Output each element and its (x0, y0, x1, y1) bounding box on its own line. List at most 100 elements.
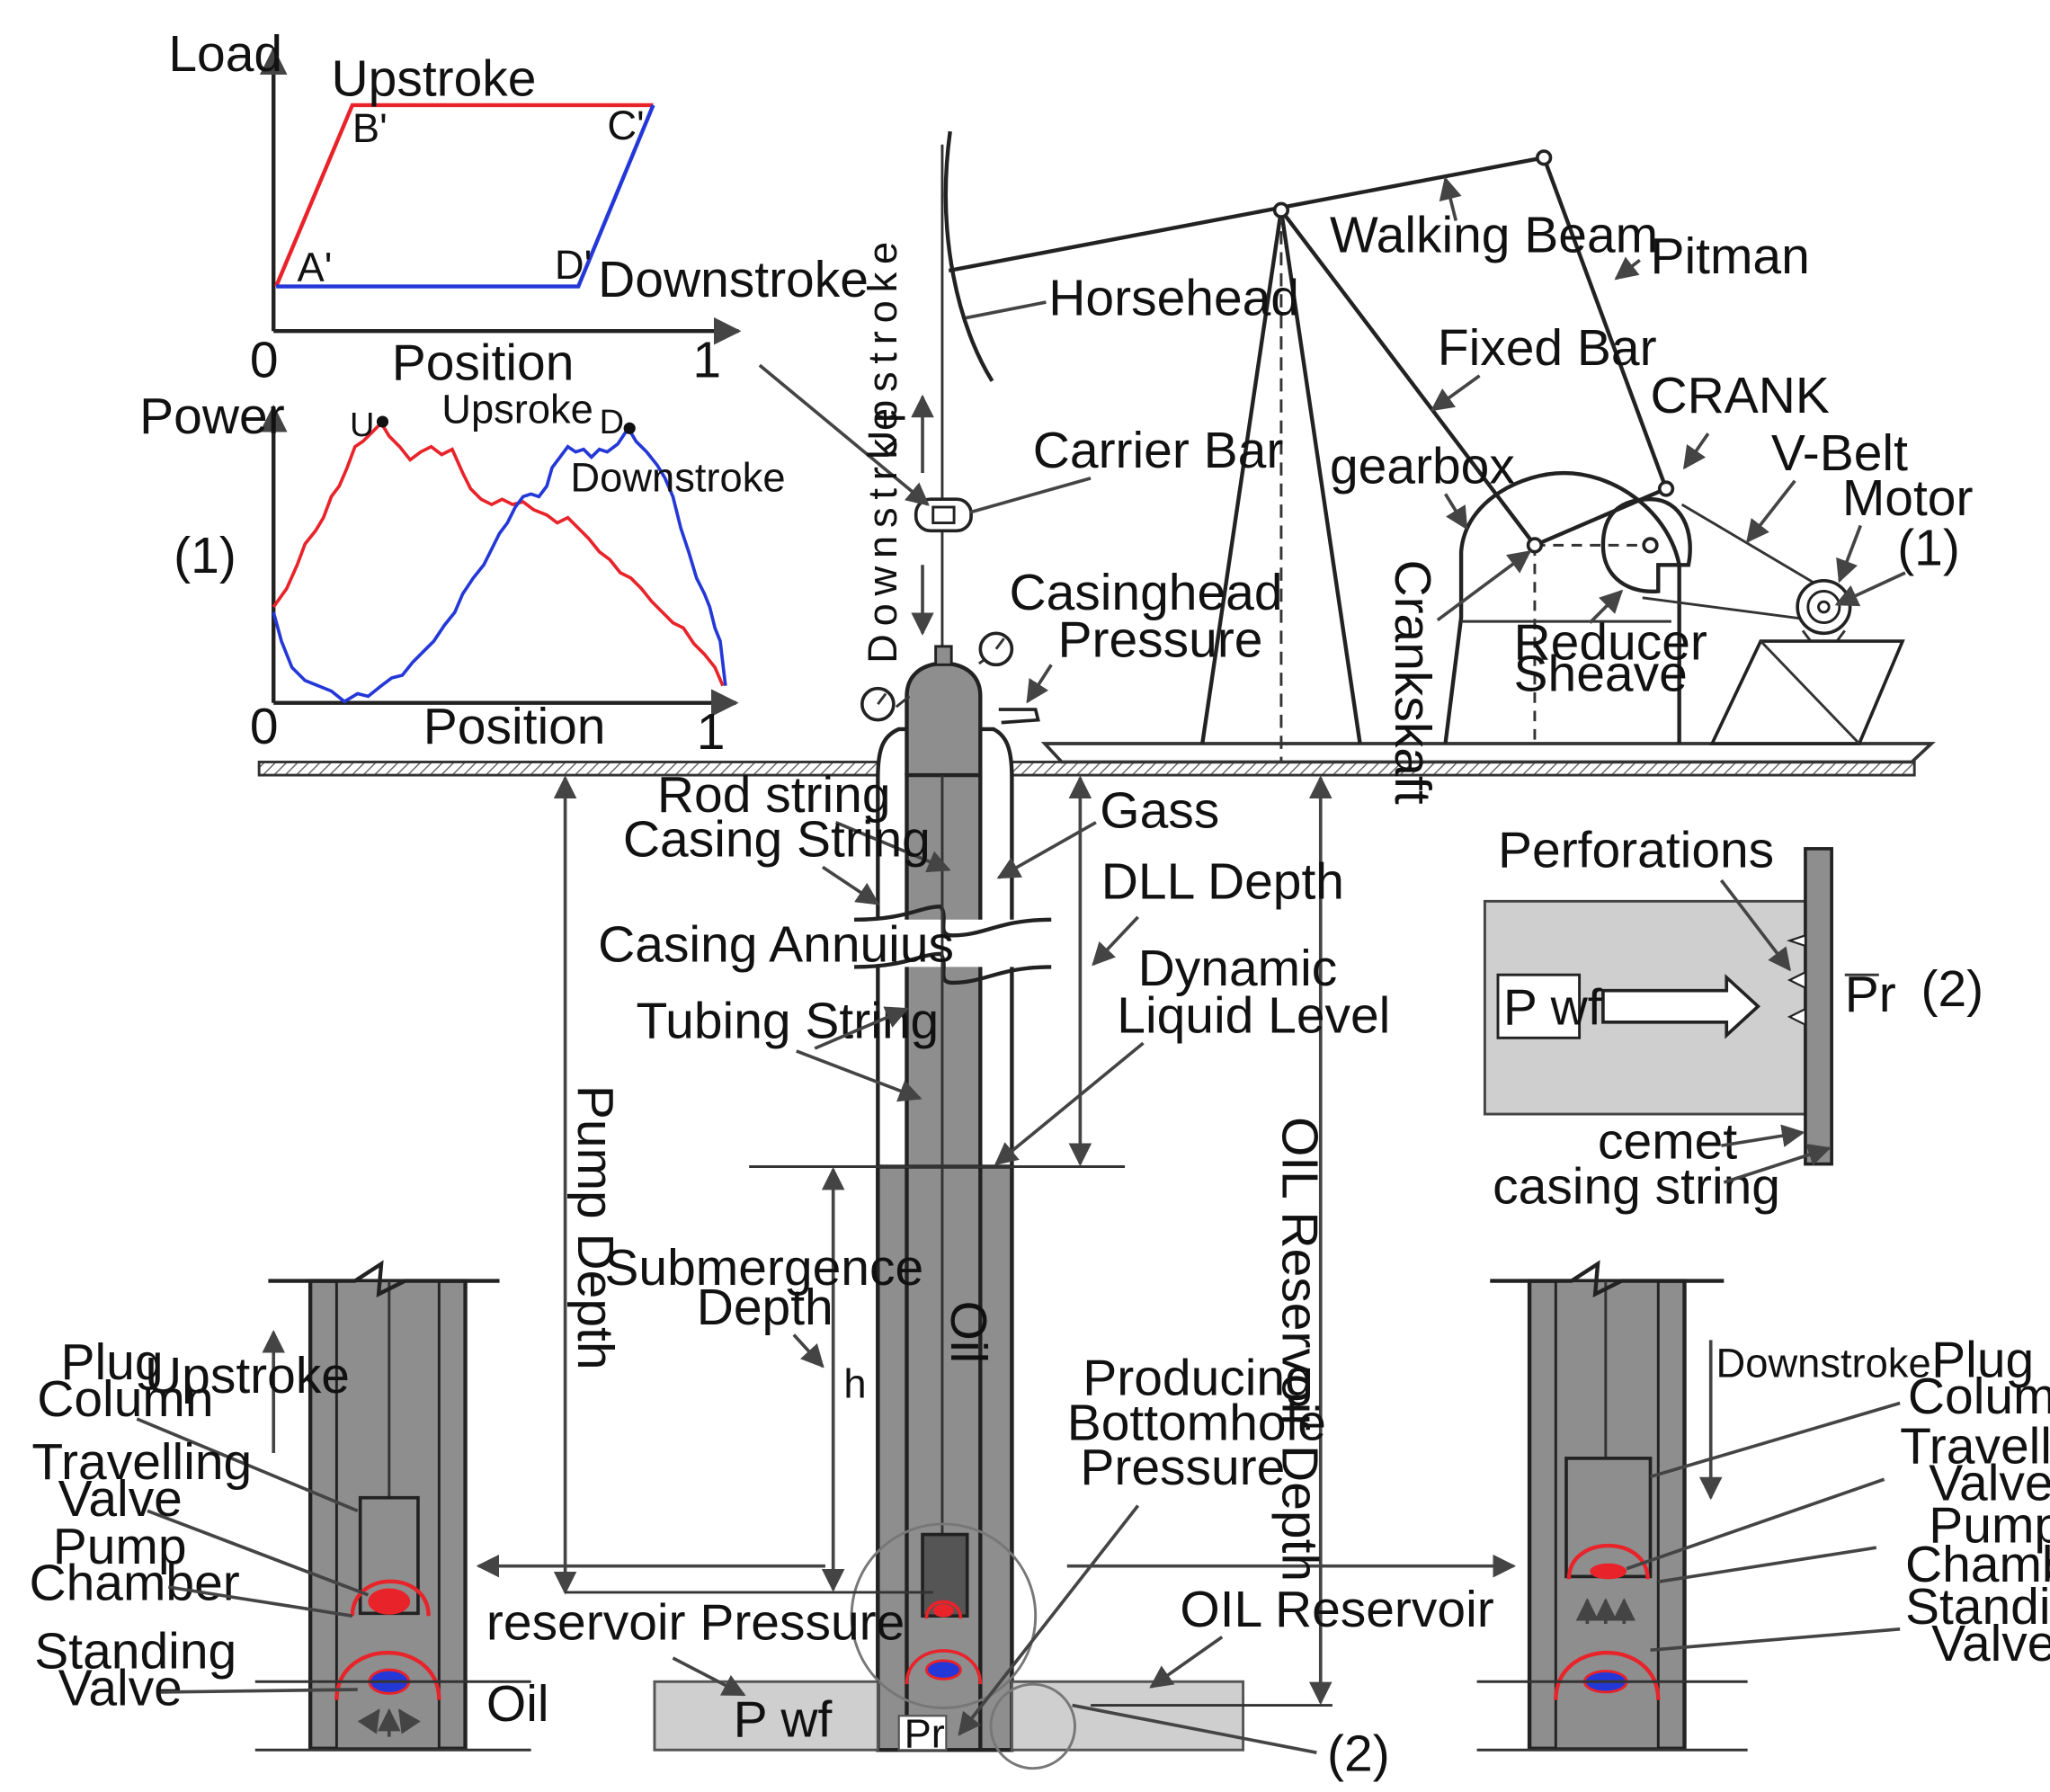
perf-2 (1787, 970, 1807, 990)
inset-pwf-label: P wf (1503, 979, 1602, 1037)
load-x0: 0 (250, 331, 279, 388)
casing-annulus-label: Casing Annuius (598, 916, 954, 974)
oil-reservoir-leader (1149, 1636, 1224, 1689)
right-chamber-label: Chamber (1905, 1536, 2050, 1593)
v-belt-top (1680, 503, 1825, 590)
pump-jack: Walking Beam Pitman Horsehead Fixed Bar … (758, 130, 1974, 805)
load-downstroke-label: Downstroke (598, 251, 869, 308)
left-travelling-label: Travelling (31, 1433, 252, 1491)
load-chart: Load Upstroke Downstroke A' B' C' D' 0 P… (168, 25, 869, 391)
samson-post-left (1200, 210, 1284, 744)
carrier-bar-label: Carrier Bar (1033, 422, 1284, 479)
inset-casing-leader (1723, 1143, 1832, 1184)
right-downstroke-label: Downstroke (1716, 1340, 1931, 1386)
downstroke-vertical-label: Downstrke (860, 400, 905, 664)
load-upstroke-line (274, 103, 654, 288)
left-travelling-leader (147, 1509, 370, 1597)
sheave-label: Sheave (1514, 646, 1688, 703)
perforations-leader (1719, 878, 1791, 972)
detail-2-tag: (2) (1327, 1725, 1390, 1783)
right-travelling-label: Travelling (1900, 1418, 2050, 1476)
motor-ring (1806, 590, 1841, 625)
left-chamber-label: Chamber (29, 1555, 239, 1612)
flow-arrow (1601, 973, 1761, 1039)
motor-shaft (1817, 600, 1831, 614)
fixed-bar-label: Fixed Bar (1438, 319, 1657, 377)
inset-pr-label: Pr (1845, 966, 1896, 1023)
pitman-leader (1614, 256, 1641, 281)
motor-body (1796, 578, 1852, 636)
producing-label: Producing (1083, 1350, 1314, 1407)
right-plunger (1564, 1457, 1653, 1579)
casinghead-pressure-label: Pressure (1058, 611, 1263, 669)
dll-depth-label: DLL Depth (1101, 852, 1344, 910)
motor-tag: (1) (1897, 519, 1960, 576)
casing-string-leader (821, 865, 880, 905)
submergence-depth-label: Depth (697, 1279, 833, 1336)
casinghead-label: Casinghead (1009, 564, 1282, 621)
motor-label: Motor (1842, 469, 1974, 527)
right-travelling-leader (1626, 1477, 1885, 1571)
wellhead (905, 661, 983, 776)
oil-column-label: Oil (940, 1301, 997, 1364)
load-upstroke-label: Upstroke (332, 50, 537, 108)
left-travelling-ball (368, 1588, 411, 1615)
carrier-bar-leader (969, 477, 1092, 514)
load-xlabel: Position (392, 334, 575, 391)
power-u-label: U (350, 406, 374, 444)
h-label: h (843, 1361, 866, 1407)
dll-depth-leader (1092, 915, 1139, 967)
load-x1: 1 (692, 331, 721, 388)
left-inflow-arrow-2 (357, 1708, 380, 1734)
crank-leader (1682, 432, 1710, 470)
pitman (1542, 156, 1669, 490)
plunger (921, 1532, 969, 1618)
cemet-label: cemet (1598, 1113, 1737, 1171)
casinghead-leader (1026, 664, 1053, 704)
standing-valve-center (905, 1649, 983, 1685)
reservoir-pr-label: Pr (905, 1710, 945, 1756)
crankshaft-leader (1436, 550, 1532, 622)
right-plug-label: Plug (1931, 1331, 2034, 1388)
pitman-label: Pitman (1651, 227, 1810, 285)
right-standing-valve (1554, 1650, 1661, 1700)
submergence-leader (792, 1333, 824, 1369)
right-column-label: Column (1908, 1368, 2050, 1425)
reducer-label: Reducer (1514, 613, 1707, 671)
upstroke-vertical-label: Upstroke (860, 234, 905, 459)
gauge-left-stem (895, 695, 911, 709)
right-standing-leader (1650, 1627, 1901, 1653)
power-xlabel: Position (423, 698, 606, 755)
left-upstroke-label: Upstroke (145, 1347, 350, 1404)
left-standing-label: Standing (34, 1623, 236, 1681)
motor-stand-brace (1760, 640, 1860, 745)
left-column-label: Column (37, 1370, 213, 1428)
perforations-inset: Perforations P wf Pr (2) cemet casing st… (1483, 821, 1983, 1215)
chart-to-rod-leader (758, 363, 930, 506)
submergence-label: Submergence (604, 1239, 923, 1297)
base-skid (1040, 742, 1936, 764)
power-peak-u (376, 415, 389, 428)
inset-pwf-box (1496, 973, 1582, 1039)
gauge-right-needle (994, 637, 1005, 650)
reservoir-left (653, 1680, 879, 1752)
carrier-bar-clamp (931, 505, 956, 524)
left-standing-leader (160, 1688, 358, 1694)
point-a-label: A' (298, 245, 333, 290)
left-oil-label: Oil (486, 1675, 549, 1733)
left-break-top (268, 1260, 500, 1297)
reservoir-pwf-label: P wf (734, 1691, 833, 1749)
right-travelling-ball (1590, 1563, 1627, 1580)
reservoir-pressure-label: reservoir Pressure (486, 1594, 905, 1652)
fixed-bar-leader (1430, 374, 1481, 412)
v-belt-bottom (1642, 596, 1814, 622)
inset-casing-wall (1804, 847, 1833, 1166)
oil-reservoir-label: OIL Reservoir (1180, 1581, 1493, 1638)
power-peak-d (623, 422, 636, 434)
sheave-hub (1642, 537, 1659, 554)
walking-beam-leader (1439, 176, 1462, 221)
bottomhole-label: Bottomhole (1067, 1394, 1326, 1451)
power-x0: 0 (250, 698, 279, 755)
perf-1 (1786, 933, 1807, 948)
power-upstroke-label: Upsroke (441, 386, 593, 432)
